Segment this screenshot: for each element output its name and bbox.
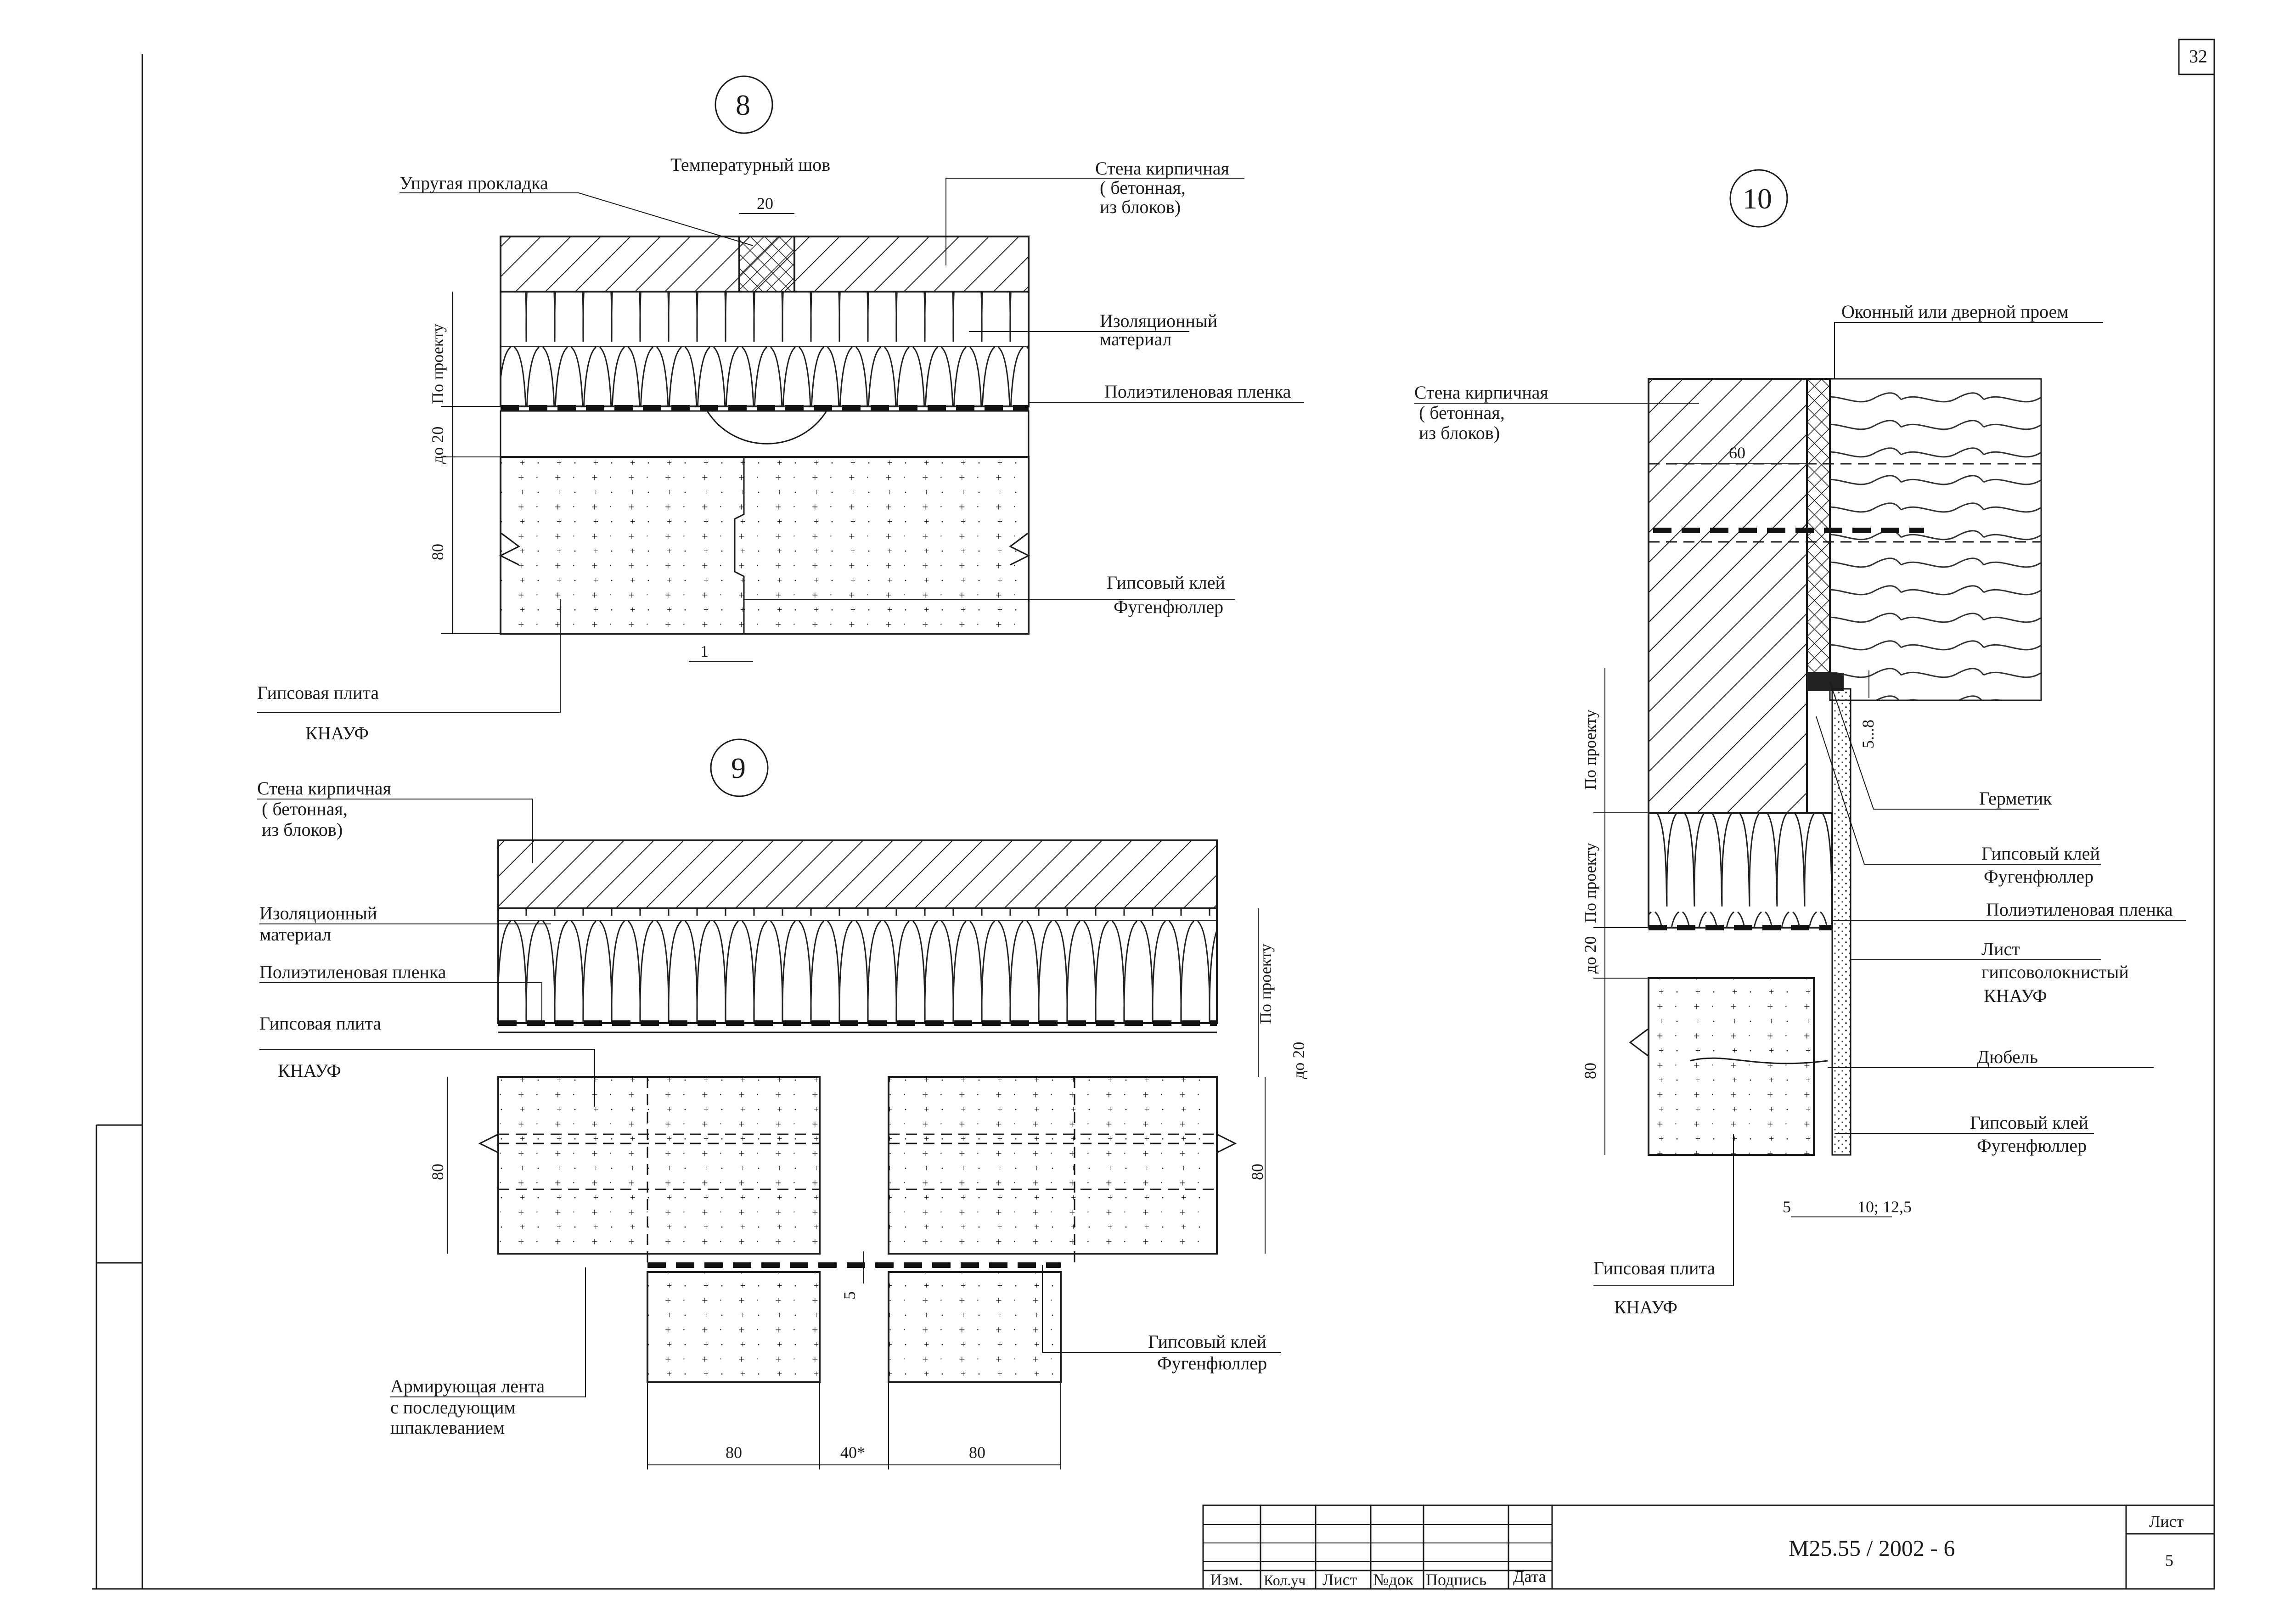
detail-9-number: 9 [731,752,746,784]
detail-10-window-profile [1829,378,2042,701]
detail-8: 8 20 По проекту до 20 80 1 Температурн [257,75,1304,743]
list-number: 5 [2165,1551,2173,1570]
detail-10: 10 60 5...8 По проекту По проекту до 20 … [1414,169,2186,1317]
detail-9-wall-line2: ( бетонная, [262,799,348,819]
detail-10-wall [1648,378,1808,814]
detail-10-dim-upto: до 20 [1581,936,1599,974]
detail-8-number: 8 [736,89,750,121]
detail-10-glue2-line1: Гипсовый клей [1970,1112,2088,1133]
detail-8-insulation-line2: материал [1100,329,1172,349]
detail-9-dim-right: 80 [1248,1164,1266,1180]
detail-8-wall-line3: из блоков) [1100,197,1181,217]
detail-8-insulation-line1: Изоляционный [1100,310,1217,331]
stamp-header-doc: №док [1373,1571,1414,1589]
document-code: М25.55 / 2002 - 6 [1789,1535,1955,1561]
detail-9-dim-bottom-mid: 40* [840,1443,865,1462]
detail-9-label-film: Полиэтиленовая пленка [259,962,446,982]
detail-10-label-sealant: Герметик [1979,788,2052,809]
detail-10-sealant [1807,673,1844,691]
corner-number: 32 [2189,46,2207,67]
detail-8-label-joint: Температурный шов [670,154,830,175]
detail-9-board-right [888,1076,1218,1255]
detail-10-dim-by-project1: По проекту [1581,709,1599,790]
detail-9-wall-line1: Стена кирпичная [257,778,391,799]
detail-8-board-line2: КНАУФ [305,723,369,743]
detail-9-dim-five: 5 [840,1291,859,1300]
list-label: Лист [2149,1512,2184,1531]
detail-10-glue1-line1: Гипсовый клей [1981,843,2100,864]
detail-8-dim-seam: 1 [700,642,709,660]
detail-10-wall-line1: Стена кирпичная [1414,382,1548,403]
detail-8-wall-line2: ( бетонная, [1100,177,1186,198]
detail-10-wall-line2: ( бетонная, [1419,402,1505,423]
detail-10-dim-thickness: 80 [1581,1063,1599,1079]
detail-9-dim-gap: до 20 [1289,1042,1308,1079]
detail-9-tape-line3: шпаклеванием [390,1417,505,1438]
detail-8-insulation [500,291,1030,407]
stamp-header-izm: Изм. [1210,1571,1243,1589]
detail-10-insulation [1648,812,1833,929]
detail-10-dim-sixty: 60 [1729,444,1745,462]
detail-9-glue-line2: Фугенфюллер [1157,1353,1267,1374]
detail-9-glue-line1: Гипсовый клей [1148,1331,1266,1352]
detail-8-dim-joint: 20 [757,194,773,213]
detail-10-dim-by-project2: По проекту [1581,843,1599,923]
detail-9-dim-bottom-left: 80 [726,1443,742,1462]
detail-9-board-left [497,1076,821,1255]
detail-9-wall-line3: из блоков) [262,819,343,840]
detail-10-label-film: Полиэтиленовая пленка [1986,899,2173,920]
detail-9-tape-line2: с последующим [390,1397,516,1418]
corner-number-box: 32 [2178,39,2215,75]
detail-9-dim-left: 80 [428,1164,447,1180]
detail-8-wall-line1: Стена кирпичная [1095,158,1229,179]
detail-10-dim-sheet: 10; 12,5 [1857,1198,1912,1216]
detail-8-glue-line1: Гипсовый клей [1107,572,1225,593]
detail-10-label-dowel: Дюбель [1977,1047,2038,1067]
detail-10-number: 10 [1743,182,1772,215]
detail-8-label-film: Полиэтиленовая пленка [1104,381,1291,402]
detail-8-label-pad: Упругая прокладка [400,173,548,193]
detail-9-wall [497,839,1218,909]
detail-10-board [1648,977,1815,1156]
detail-9-stub-right [888,1271,1062,1383]
detail-8-dim-by-project: По проекту [428,324,447,404]
detail-10-sheet [1831,688,1851,1156]
detail-9-insulation [497,907,1218,1024]
detail-8-dim-gap: до 20 [428,427,447,464]
detail-10-glue2-line2: Фугенфюллер [1977,1135,2087,1156]
detail-8-elastic-pad [738,236,795,293]
detail-9-board-line1: Гипсовая плита [259,1013,381,1034]
detail-10-dowel [1689,1057,1828,1064]
stamp-header-list: Лист [1322,1571,1357,1589]
detail-10-dim-five: 5 [1783,1198,1791,1216]
detail-10-sheet-line1: Лист [1981,939,2020,959]
detail-10-board-line2: КНАУФ [1614,1297,1677,1317]
detail-9-insulation-line2: материал [259,924,332,945]
detail-9: 9 По проекту до 20 80 80 5 [257,738,1308,1469]
detail-9-tape-line1: Армирующая лента [390,1376,545,1396]
detail-8-board [500,456,1030,635]
detail-9-dim-by-project: По проекту [1256,944,1275,1024]
stamp-header-date: Дата [1513,1567,1546,1586]
detail-8-dim-thickness: 80 [428,544,447,560]
detail-10-label-opening: Оконный или дверной проем [1841,301,2069,322]
detail-9-stub-left [647,1271,821,1383]
detail-10-sheet-line3: КНАУФ [1984,985,2047,1006]
sheet-frame [92,41,2215,1590]
detail-10-opening-frame [1806,378,1831,674]
detail-9-dim-bottom-right: 80 [969,1443,985,1462]
detail-10-wall-line3: из блоков) [1419,422,1500,443]
detail-9-board-line2: КНАУФ [278,1060,341,1081]
stamp-header-kol: Кол.уч [1264,1572,1306,1588]
stamp-header-sign: Подпись [1426,1571,1486,1589]
detail-10-sheet-line2: гипсоволокнистый [1981,962,2129,982]
detail-8-board-line1: Гипсовая плита [257,682,379,703]
detail-10-glue1-line2: Фугенфюллер [1984,866,2093,887]
detail-8-glue-line2: Фугенфюллер [1114,597,1223,617]
detail-9-insulation-line1: Изоляционный [259,903,377,923]
detail-10-board-line1: Гипсовая плита [1593,1258,1715,1278]
detail-10-dim-gap: 5...8 [1859,720,1877,749]
title-block: Изм. Кол.уч Лист №док Подпись Дата М25.5… [1202,1504,2215,1590]
